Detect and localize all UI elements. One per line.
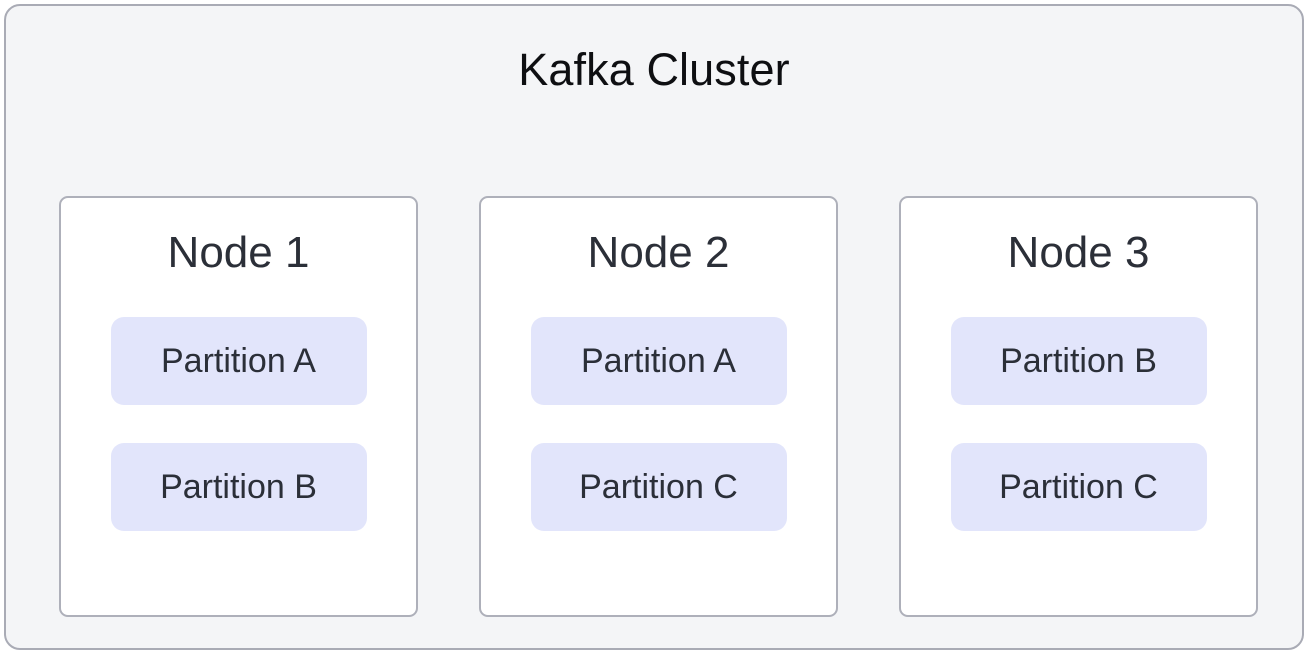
partition-list: Partition B Partition C xyxy=(950,316,1207,531)
partition-chip[interactable]: Partition A xyxy=(530,316,787,405)
partition-list: Partition A Partition B xyxy=(110,316,367,531)
node-card-3[interactable]: Node 3 Partition B Partition C xyxy=(899,196,1258,617)
node-card-2[interactable]: Node 2 Partition A Partition C xyxy=(479,196,838,617)
partition-chip[interactable]: Partition C xyxy=(950,442,1207,531)
node-card-1[interactable]: Node 1 Partition A Partition B xyxy=(59,196,418,617)
partition-chip[interactable]: Partition B xyxy=(950,316,1207,405)
nodes-row: Node 1 Partition A Partition B Node 2 Pa… xyxy=(59,196,1258,617)
partition-chip[interactable]: Partition C xyxy=(530,442,787,531)
partition-chip[interactable]: Partition B xyxy=(110,442,367,531)
kafka-cluster-container: Kafka Cluster Node 1 Partition A Partiti… xyxy=(4,4,1304,650)
partition-chip[interactable]: Partition A xyxy=(110,316,367,405)
node-title: Node 1 xyxy=(167,228,310,277)
cluster-title: Kafka Cluster xyxy=(518,44,790,95)
node-title: Node 3 xyxy=(1007,228,1150,277)
partition-list: Partition A Partition C xyxy=(530,316,787,531)
node-title: Node 2 xyxy=(587,228,730,277)
